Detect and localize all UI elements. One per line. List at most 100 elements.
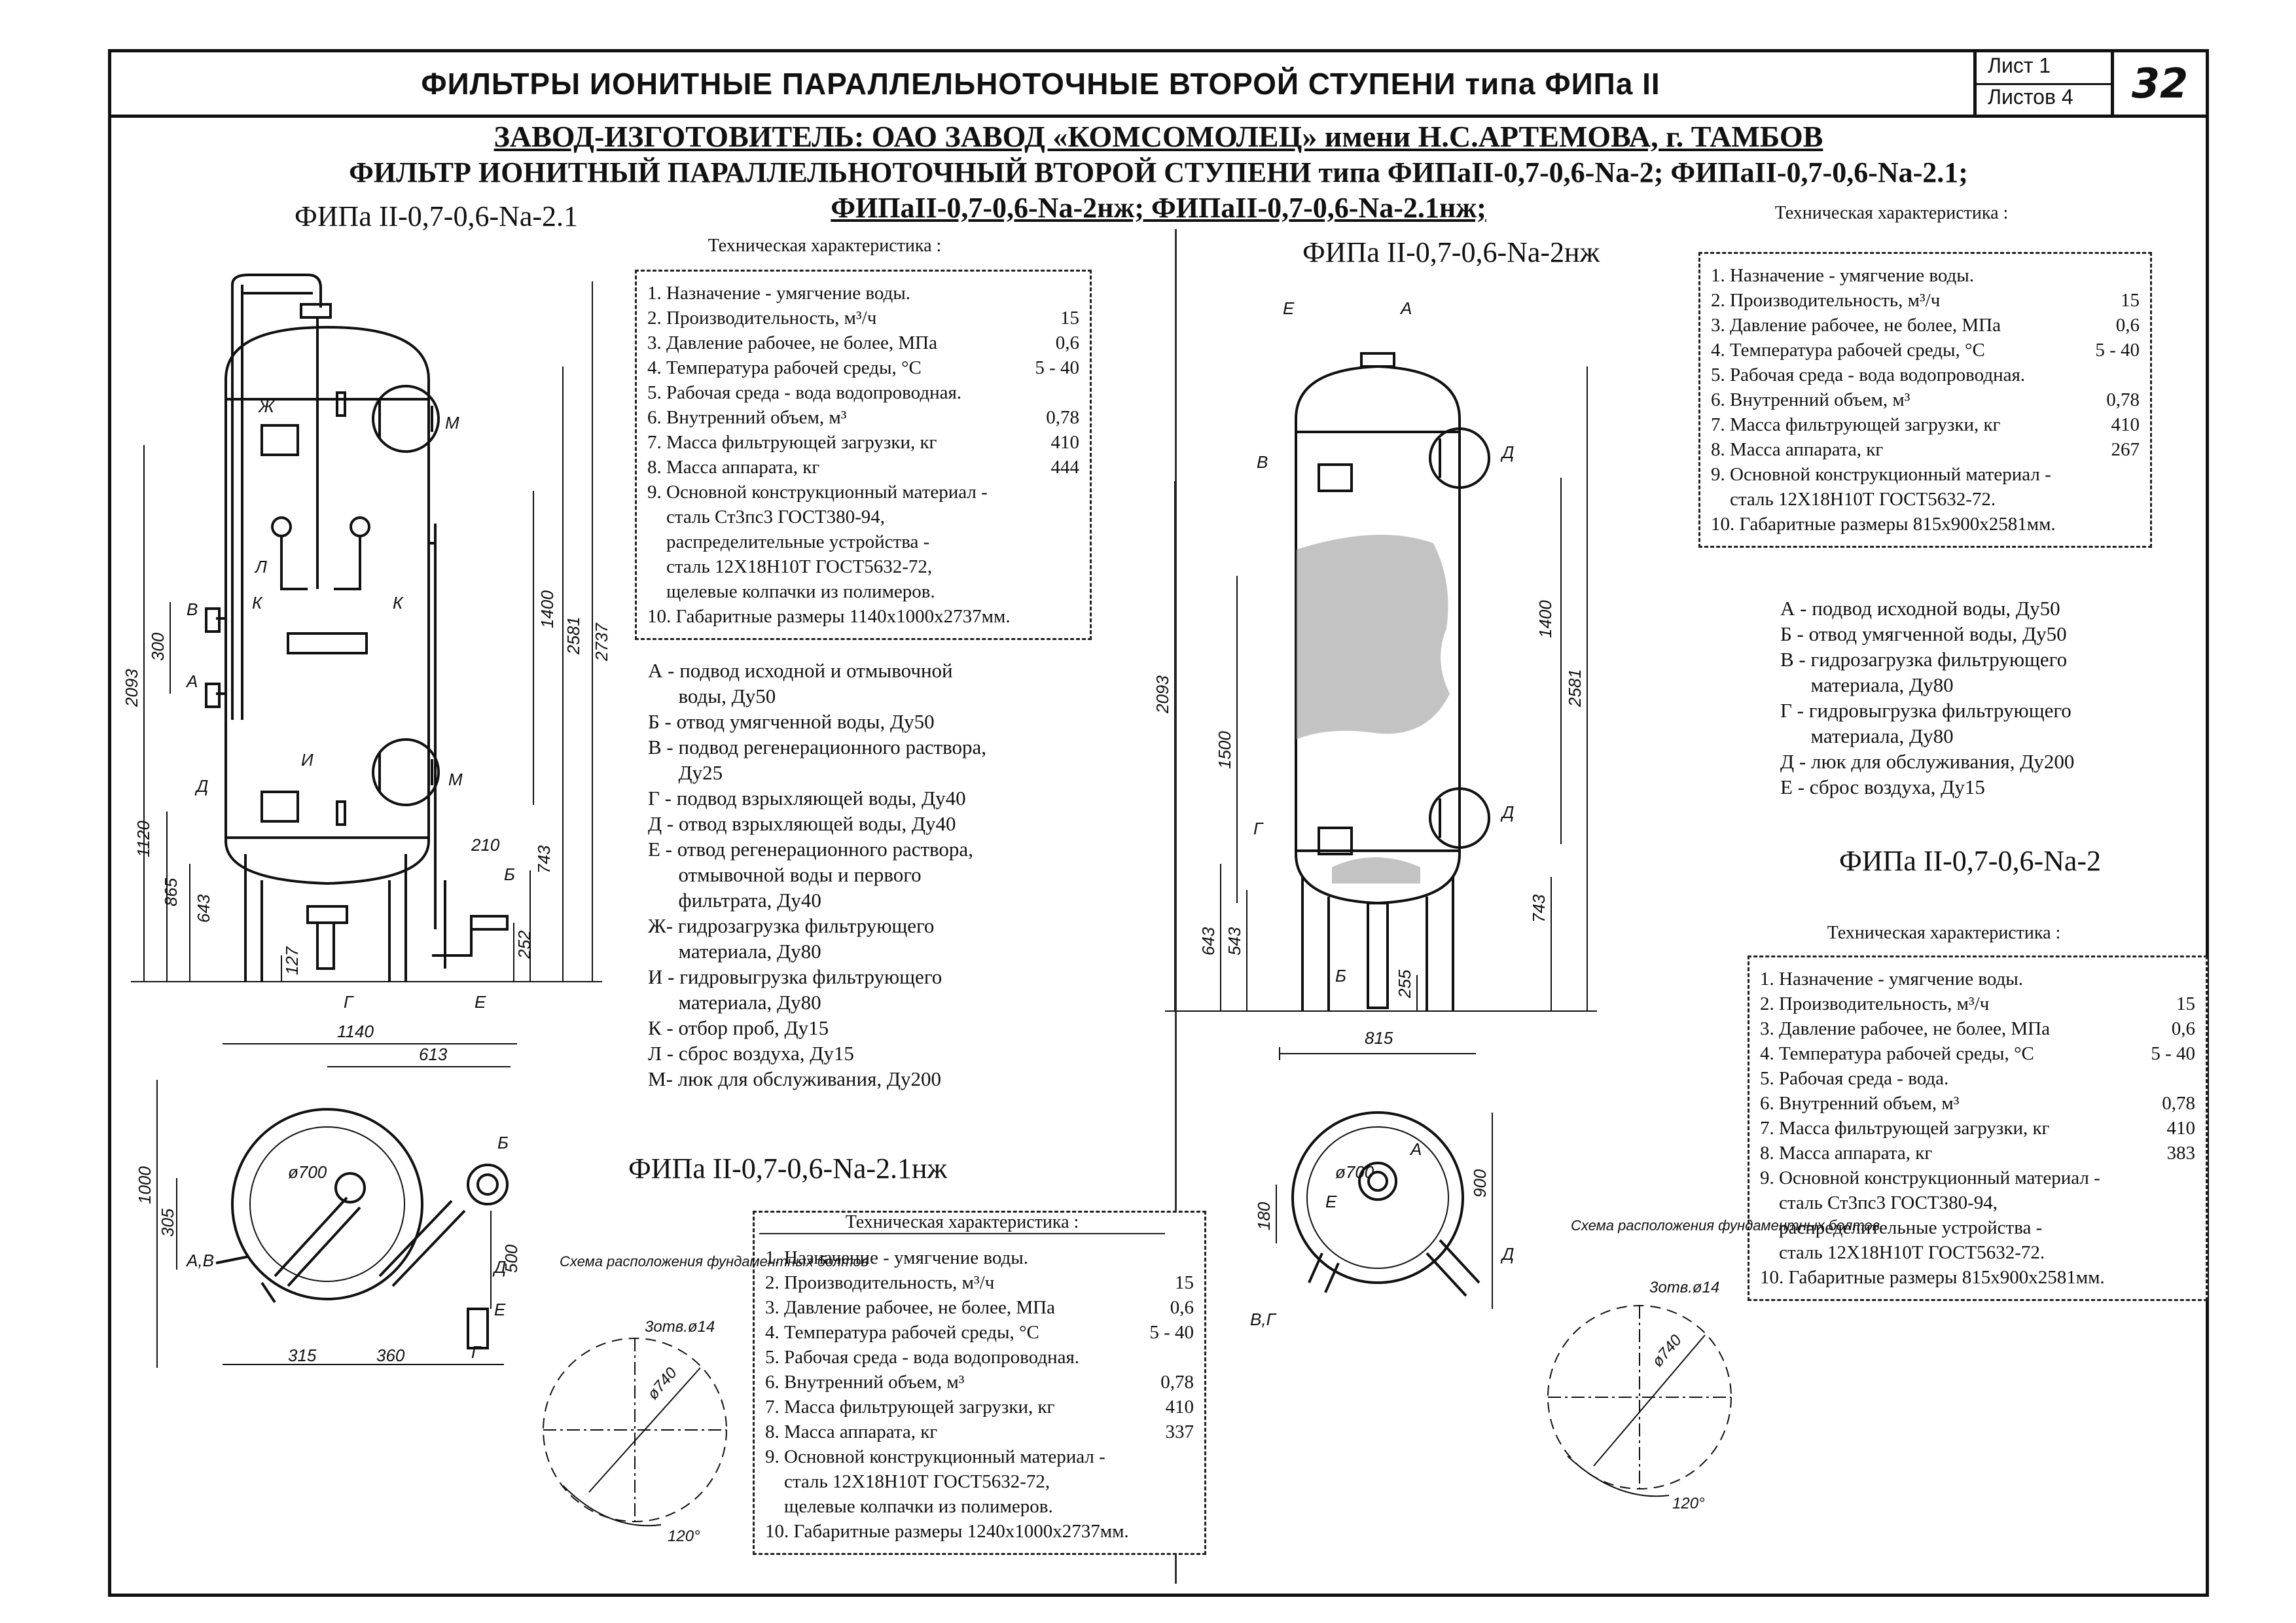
spec-text: 9. Основной конструкционный материал -	[765, 1446, 1105, 1467]
dim-900: 900	[1470, 1169, 1490, 1198]
bolt-angle-left: 120°	[668, 1527, 700, 1545]
spec-value: 0,78	[1046, 407, 1079, 428]
mark-g-r: Г	[1253, 819, 1264, 838]
sheet-center-divider	[1175, 229, 1177, 1584]
spec-title-left: Техническая характеристика :	[708, 236, 942, 256]
legend-item: отмывочной воды и первого	[648, 863, 922, 886]
spec-value: 0,6	[2115, 315, 2140, 336]
sheet-label: Лист 1	[1988, 54, 2051, 77]
spec-text: 4. Температура рабочей среды, °С	[1711, 340, 1985, 361]
mark-d-r-bottom: Д	[1500, 802, 1514, 822]
product-title-line1: ФИЛЬТР ИОНИТНЫЙ ПАРАЛЛЕЛЬНОТОЧНЫЙ ВТОРОЙ…	[349, 156, 1968, 188]
spec-row: 5. Рабочая среда - вода водопроводная.	[765, 1345, 1194, 1370]
dim-743-r: 743	[1529, 894, 1549, 923]
header-separator	[1973, 49, 1977, 118]
page-title: ФИЛЬТРЫ ИОНИТНЫЕ ПАРАЛЛЕЛЬНОТОЧНЫЕ ВТОРО…	[421, 66, 1660, 101]
sheet-divider	[1977, 83, 2111, 85]
spec-text: 2. Производительность, м³/ч	[765, 1272, 995, 1293]
spec-value: 15	[2121, 290, 2140, 311]
spec-text: распределительные устройства -	[1760, 1217, 2043, 1238]
spec-text: 6. Внутренний объем, м³	[1760, 1093, 1960, 1114]
spec-text: сталь 12Х18Н10Т ГОСТ5632-72.	[1760, 1242, 2045, 1263]
mark-d-r-top-view: Д	[1500, 1244, 1514, 1264]
spec-row: сталь 12Х18Н10Т ГОСТ5632-72,	[647, 554, 1079, 579]
spec-text: 9. Основной конструкционный материал -	[1711, 464, 2051, 485]
bolt-angle-right: 120°	[1672, 1495, 1705, 1512]
spec-text: 6. Внутренний объем, м³	[765, 1372, 965, 1393]
spec-text: щелевые колпачки из полимеров.	[647, 581, 935, 602]
right-vessel-side-view	[1295, 352, 1490, 1011]
spec-value: 15	[2176, 993, 2195, 1014]
mark-l: Л	[254, 557, 267, 577]
model-title-left-nzh: ФИПа II-0,7-0,6-Na-2.1нж	[628, 1152, 948, 1185]
spec-row: сталь 12Х18Н10Т ГОСТ5632-72.	[1711, 487, 2140, 512]
spec-text: 7. Масса фильтрующей загрузки, кг	[1760, 1118, 2050, 1139]
dim-643: 643	[194, 894, 213, 923]
dim-dia700-left: ø700	[288, 1162, 327, 1182]
spec-row: 5. Рабочая среда - вода водопроводная.	[647, 380, 1079, 405]
mark-d: Д	[194, 776, 208, 796]
dim-1000: 1000	[135, 1166, 154, 1204]
mark-b-top: Б	[497, 1133, 509, 1152]
spec-row: сталь Ст3пс3 ГОСТ380-94,	[1760, 1190, 2195, 1215]
left-bolt-schema	[543, 1338, 727, 1527]
mark-av-top: А,В	[185, 1251, 214, 1270]
mark-d-top: Д	[492, 1257, 506, 1277]
dim-315: 315	[288, 1346, 317, 1365]
right-dimension-lines	[1165, 366, 1597, 1054]
spec-text: сталь 12Х18Н10Т ГОСТ5632-72,	[765, 1471, 1050, 1492]
legend-item: Л - сброс воздуха, Ду15	[648, 1042, 854, 1065]
dim-2581-r: 2581	[1565, 669, 1585, 707]
spec-row: сталь 12Х18Н10Т ГОСТ5632-72.	[1760, 1240, 2195, 1265]
legend-item: Д - отвод взрыхляющей воды, Ду40	[648, 812, 956, 835]
dim-1400: 1400	[537, 590, 557, 628]
spec-text: сталь 12Х18Н10Т ГОСТ5632-72,	[647, 556, 933, 577]
legend-item: Г - подвод взрыхляющей воды, Ду40	[648, 787, 966, 810]
spec-value: 410	[1050, 432, 1080, 453]
mark-k-left: К	[252, 593, 263, 613]
legend-item: Е - отвод регенерационного раствора,	[648, 838, 973, 861]
spec-row: 9. Основной конструкционный материал -	[1760, 1166, 2195, 1190]
sheet-number: 32	[2111, 52, 2206, 115]
dim-1120: 1120	[134, 821, 153, 857]
spec-text: 5. Рабочая среда - вода водопроводная.	[1711, 365, 2026, 385]
spec-title-right-bottom: Техническая характеристика :	[1827, 923, 2061, 943]
spec-text: 1. Назначение - умягчение воды.	[1760, 969, 2023, 990]
legend-item: И - гидровыгрузка фильтрующего	[648, 965, 942, 988]
mark-a-r: А	[1399, 298, 1412, 318]
mark-a-r-top: А	[1409, 1139, 1422, 1159]
spec-row: щелевые колпачки из полимеров.	[647, 579, 1079, 604]
spec-row: 10. Габаритные размеры 1240х1000х2737мм.	[765, 1519, 1194, 1544]
mark-e-top: Е	[494, 1300, 506, 1319]
spec-value: 0,78	[2106, 389, 2140, 410]
spec-title-left-nzh: Техническая характеристика :	[759, 1212, 1165, 1234]
spec-value: 337	[1165, 1421, 1194, 1442]
spec-row: 6. Внутренний объем, м³ 0,78	[1711, 387, 2140, 412]
spec-text: 2. Производительность, м³/ч	[647, 308, 877, 329]
spec-value: 444	[1050, 457, 1080, 478]
spec-value: 5 - 40	[1035, 357, 1079, 378]
dim-865: 865	[161, 878, 181, 906]
spec-text: 2. Производительность, м³/ч	[1760, 993, 1990, 1014]
left-dimension-lines	[131, 281, 602, 1067]
spec-row: 3. Давление рабочее, не более, МПа 0,6	[1711, 313, 2140, 338]
spec-text: 3. Давление рабочее, не более, МПа	[1711, 315, 2001, 336]
spec-text: 1. Назначение - умягчение воды.	[647, 283, 910, 304]
right-drawing-labels: Е А В Д Д Г Б А Е Д В,Г 2093 1500 1400 2…	[1153, 298, 1880, 1512]
spec-row: сталь 12Х18Н10Т ГОСТ5632-72,	[765, 1469, 1194, 1494]
spec-text: 8. Масса аппарата, кг	[1711, 439, 1884, 460]
dim-743: 743	[534, 845, 554, 874]
spec-text: 4. Температура рабочей среды, °С	[765, 1322, 1039, 1343]
spec-row: распределительные устройства -	[1760, 1215, 2195, 1240]
spec-text: 6. Внутренний объем, м³	[1711, 389, 1910, 410]
